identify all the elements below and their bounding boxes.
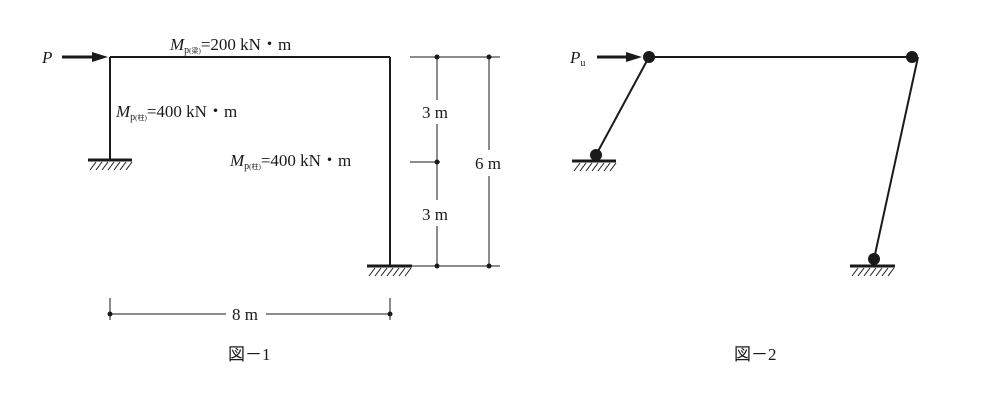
fig2-hinge-base-right xyxy=(868,253,880,265)
fig1-load-arrow xyxy=(62,52,108,62)
fig2-left-support xyxy=(572,159,617,172)
fig1-left-fixed-support xyxy=(88,158,133,171)
fig1-load-label: P xyxy=(41,48,52,67)
fig1-dim-span: 8 m xyxy=(232,305,258,324)
fig1-right-fixed-support xyxy=(367,264,412,277)
fig2-right-column xyxy=(873,56,919,260)
fig2-hinge-top-left xyxy=(643,51,655,63)
fig1-dim-upper: 3 m xyxy=(422,103,448,122)
figure-2: Pu 図－2 xyxy=(569,48,919,364)
fig2-right-support xyxy=(850,264,895,277)
fig2-load-arrow xyxy=(597,52,642,62)
fig2-load-label: Pu xyxy=(569,48,585,69)
fig1-dim-total: 6 m xyxy=(475,154,501,173)
fig1-left-column-moment-label: Mp(柱)=400 kN・m xyxy=(115,102,237,123)
fig1-beam-moment-label: Mp(梁)=200 kN・m xyxy=(169,35,291,56)
fig1-vertical-dimensions xyxy=(410,54,500,269)
fig2-caption: 図－2 xyxy=(734,345,777,364)
fig2-left-column xyxy=(595,56,650,156)
figure-1: P Mp(梁)=200 kN・m Mp(柱)=400 kN・m Mp(柱)=40… xyxy=(41,35,501,364)
fig2-hinge-base-left xyxy=(590,149,602,161)
fig1-caption: 図－1 xyxy=(228,345,271,364)
fig1-span-dimension xyxy=(107,298,393,320)
fig2-hinge-top-right xyxy=(906,51,918,63)
fig1-right-column-moment-label: Mp(柱)=400 kN・m xyxy=(229,151,351,172)
fig1-dim-lower: 3 m xyxy=(422,205,448,224)
